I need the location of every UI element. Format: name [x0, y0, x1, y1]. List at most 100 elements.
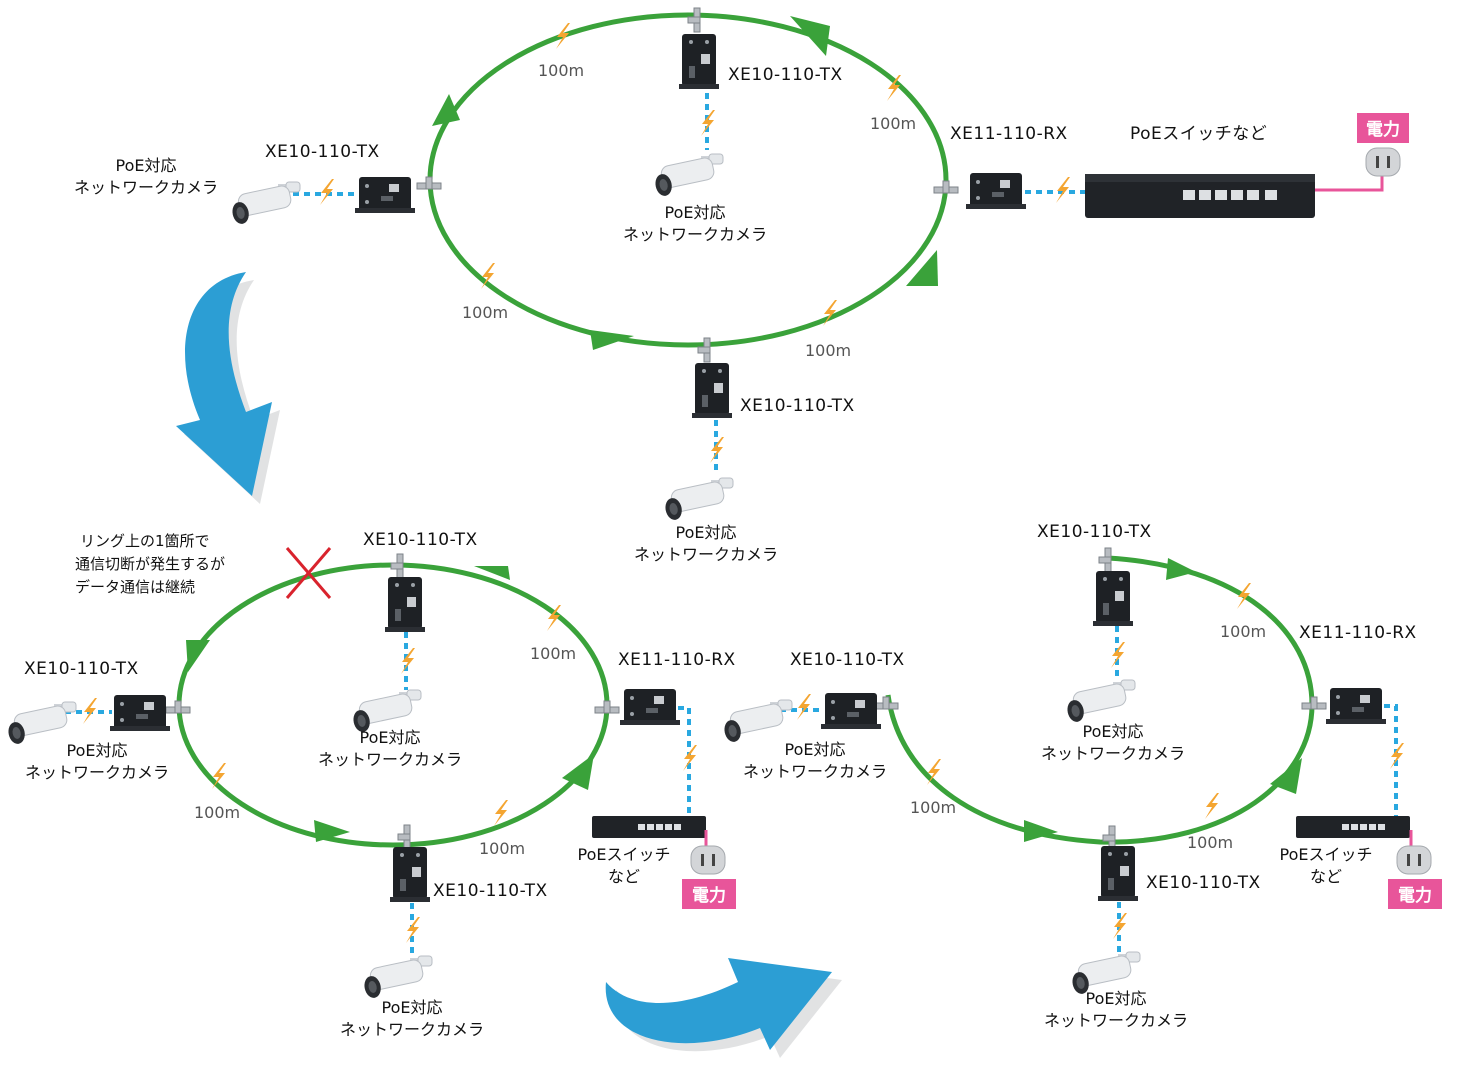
lightning-bolt-icon [701, 110, 715, 136]
flow-arrow-icon [605, 958, 842, 1058]
distance-label: 100m [1187, 833, 1233, 852]
camera-label: ネットワークカメラ [634, 545, 778, 564]
t-connector [594, 700, 620, 714]
tx-device [821, 693, 881, 729]
camera-label: ネットワークカメラ [743, 762, 887, 781]
camera-label: PoE対応 [1086, 989, 1147, 1008]
camera-label: ネットワークカメラ [1041, 744, 1185, 763]
camera-label: PoE対応 [382, 998, 443, 1017]
cross-icon [285, 547, 332, 599]
switch-label: PoEスイッチなど [1130, 124, 1267, 144]
ring-arrowhead [562, 754, 594, 790]
t-connector [933, 180, 959, 194]
camera-icon [653, 153, 724, 198]
power-line [1315, 176, 1384, 192]
camera-icon [1065, 679, 1136, 724]
camera-icon [6, 701, 77, 746]
ring-arrowhead [1024, 820, 1058, 842]
camera-label: PoE対応 [1083, 722, 1144, 741]
t-connector [1098, 547, 1112, 573]
tx-device [679, 34, 719, 89]
ring-arrowhead [474, 566, 510, 580]
ring-arrowhead [314, 820, 350, 842]
distance-label: 100m [479, 839, 525, 858]
t-connector [687, 7, 701, 33]
poe-switch [1296, 816, 1410, 838]
power-badge [682, 879, 736, 909]
power-label: 電力 [1398, 885, 1432, 906]
ring-arrowhead [1270, 758, 1302, 794]
camera-label: ネットワークカメラ [318, 750, 462, 769]
camera-label: PoE対応 [360, 728, 421, 747]
ring-bottom-left: リング上の1箇所で 通信切断が発生するが データ通信は継続 XE10-110-T… [6, 530, 736, 1039]
device-label: XE10-110-TX [433, 881, 548, 901]
camera-label: PoE対応 [785, 740, 846, 759]
device-label: XE10-110-TX [728, 65, 843, 85]
distance-label: 100m [805, 341, 851, 360]
ring-arrowhead [186, 640, 210, 672]
camera-icon [663, 477, 734, 522]
lightning-bolt-icon [1056, 177, 1070, 203]
outlet-icon [690, 845, 726, 875]
tx-device [1098, 846, 1138, 901]
device-label: XE11-110-RX [1299, 623, 1417, 643]
device-label: XE11-110-RX [618, 650, 736, 670]
power-label: 電力 [1366, 119, 1400, 140]
poe-switch [1085, 174, 1315, 218]
t-connector [873, 696, 899, 710]
note-text: 通信切断が発生するが [75, 555, 225, 573]
ring-arrowhead [432, 94, 460, 126]
switch-label: PoEスイッチ [1280, 845, 1373, 864]
ring-arrowhead [790, 16, 830, 56]
lightning-bolt-icon [83, 698, 97, 724]
device-label: XE10-110-TX [1037, 522, 1152, 542]
device-label: XE10-110-TX [790, 650, 905, 670]
rx-device [966, 173, 1026, 209]
distance-label: 100m [462, 303, 508, 322]
camera-label: PoE対応 [665, 203, 726, 222]
switch-label: PoEスイッチ [578, 845, 671, 864]
device-label: XE10-110-TX [1146, 873, 1261, 893]
distance-label: 100m [530, 644, 576, 663]
device-label: XE10-110-TX [265, 142, 380, 162]
tx-device [355, 177, 415, 213]
tx-device [110, 695, 170, 731]
camera-label: ネットワークカメラ [1044, 1011, 1188, 1030]
device-label: XE11-110-RX [950, 124, 1068, 144]
device-label: XE10-110-TX [740, 396, 855, 416]
t-connector [416, 176, 442, 190]
outlet-icon [1365, 147, 1401, 177]
note-text: リング上の1箇所で [80, 532, 210, 550]
camera-label: ネットワークカメラ [340, 1020, 484, 1039]
camera-label: PoE対応 [116, 156, 177, 175]
tx-device [1093, 571, 1133, 626]
distance-label: 100m [194, 803, 240, 822]
power-badge [1388, 879, 1442, 909]
tx-device [385, 577, 425, 632]
distance-label: 100m [538, 61, 584, 80]
rx-device [620, 689, 680, 725]
camera-icon [722, 699, 793, 744]
lightning-bolt-icon [797, 694, 811, 720]
ring-bottom-right: XE10-110-TX PoE対応 ネットワークカメラ XE10-110-TX … [722, 522, 1442, 1030]
camera-label: PoE対応 [676, 523, 737, 542]
outlet-icon [1396, 845, 1432, 875]
flow-arrow-icon [176, 272, 280, 504]
power-label: 電力 [692, 885, 726, 906]
switch-label: など [608, 867, 640, 886]
distance-label: 100m [910, 798, 956, 817]
device-label: XE10-110-TX [24, 659, 139, 679]
rx-device [1326, 688, 1386, 724]
poe-switch [592, 816, 706, 838]
t-connector [165, 700, 191, 714]
ring-arrowhead [590, 330, 634, 350]
ring-cable-right [885, 555, 1315, 845]
distance-label: 100m [1220, 622, 1266, 641]
camera-icon [351, 689, 422, 734]
ring-arrowhead [906, 250, 938, 286]
t-connector [1301, 696, 1327, 710]
tx-device [390, 847, 430, 902]
device-label: XE10-110-TX [363, 530, 478, 550]
camera-label: PoE対応 [67, 741, 128, 760]
